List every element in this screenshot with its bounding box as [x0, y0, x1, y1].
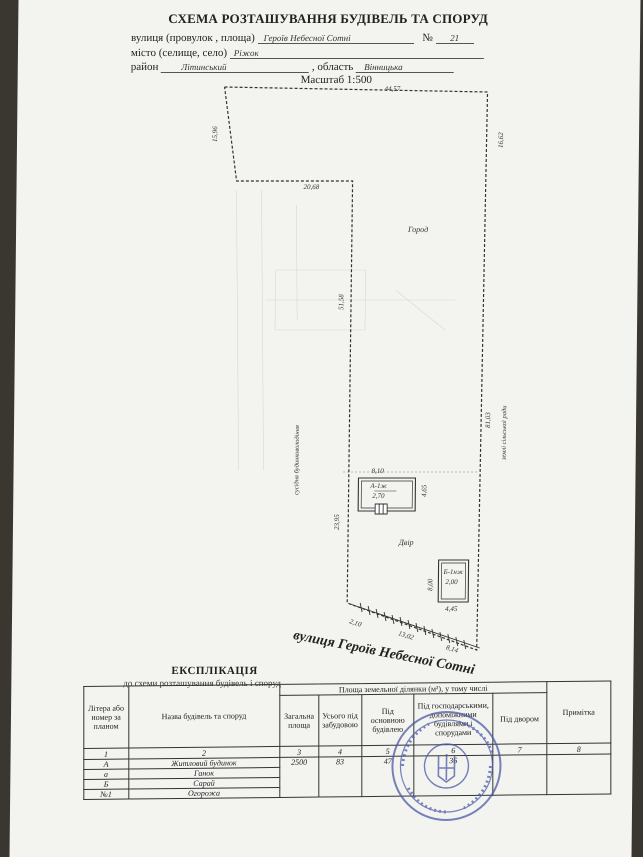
built-area-value: 83 [318, 756, 362, 798]
dim-house-width: 8,10 [372, 467, 385, 475]
house-name-label: А-1ж [369, 482, 387, 490]
street-fence [350, 602, 480, 650]
dim-bottom-left: 2,10 [348, 617, 363, 629]
document-page: СХЕМА РОЗТАШУВАННЯ БУДІВЕЛЬ ТА СПОРУД ву… [9, 0, 641, 857]
col-note-header: Примітка [546, 680, 611, 744]
dim-house-height: 4,65 [420, 484, 428, 497]
dim-bottom-right: 8,14 [445, 643, 460, 655]
dim-barn-height: 8,00 [426, 578, 434, 591]
col-number: 4 [318, 745, 362, 758]
house-height-label: 2,70 [372, 492, 385, 500]
barn-height-label: 2,00 [445, 578, 458, 586]
explication-title: ЕКСПЛІКАЦІЯ [171, 665, 258, 677]
total-area-value: 2500 [279, 757, 319, 798]
dim-left-top: 15,96 [211, 126, 219, 142]
site-plan: 44,57 15,96 16,62 20,68 51,58 81,03 23,9… [211, 85, 509, 655]
col-built-header: Усього під забудовою [318, 694, 362, 747]
row-letter: №1 [83, 789, 129, 800]
plot-boundary [223, 86, 489, 651]
faint-background-lines [236, 189, 456, 471]
dim-bottom-mid: 13,02 [397, 629, 415, 642]
row-letter: Б [83, 779, 129, 790]
note-cell [546, 753, 611, 795]
row-letter: а [83, 769, 129, 780]
neighbor-label: сусідня будинковолодіння [293, 425, 301, 495]
dim-right-long: 81,03 [484, 412, 492, 428]
dim-left-mid: 51,58 [337, 294, 345, 310]
col-number: 8 [546, 742, 611, 755]
house-a-building [357, 477, 417, 515]
row-name: Огорожа [128, 787, 280, 800]
dim-mid: 20,68 [303, 183, 319, 191]
col-name-header: Назва будівель та споруд [128, 684, 280, 749]
council-land-label: землі сільської ради [501, 405, 509, 461]
official-seal-stamp [391, 711, 502, 821]
dim-left-low: 23,95 [333, 514, 341, 530]
col-number: 1 [83, 748, 129, 760]
col-letter-header: Літера або номер за планом [83, 686, 129, 749]
dim-top: 44,57 [385, 85, 401, 93]
yard-label: Двір [398, 538, 414, 547]
dim-barn-width: 4,45 [445, 605, 458, 613]
col-total-header: Загальна площа [279, 695, 319, 747]
barn-b-building [437, 559, 470, 603]
garden-label: Город [407, 225, 428, 234]
row-letter: А [83, 759, 129, 770]
dim-right-top: 16,62 [497, 132, 505, 148]
explication-table: Літера або номер за планом Назва будівел… [83, 680, 611, 800]
col-number: 3 [279, 746, 319, 758]
barn-name-label: Б-1нж [442, 568, 464, 576]
